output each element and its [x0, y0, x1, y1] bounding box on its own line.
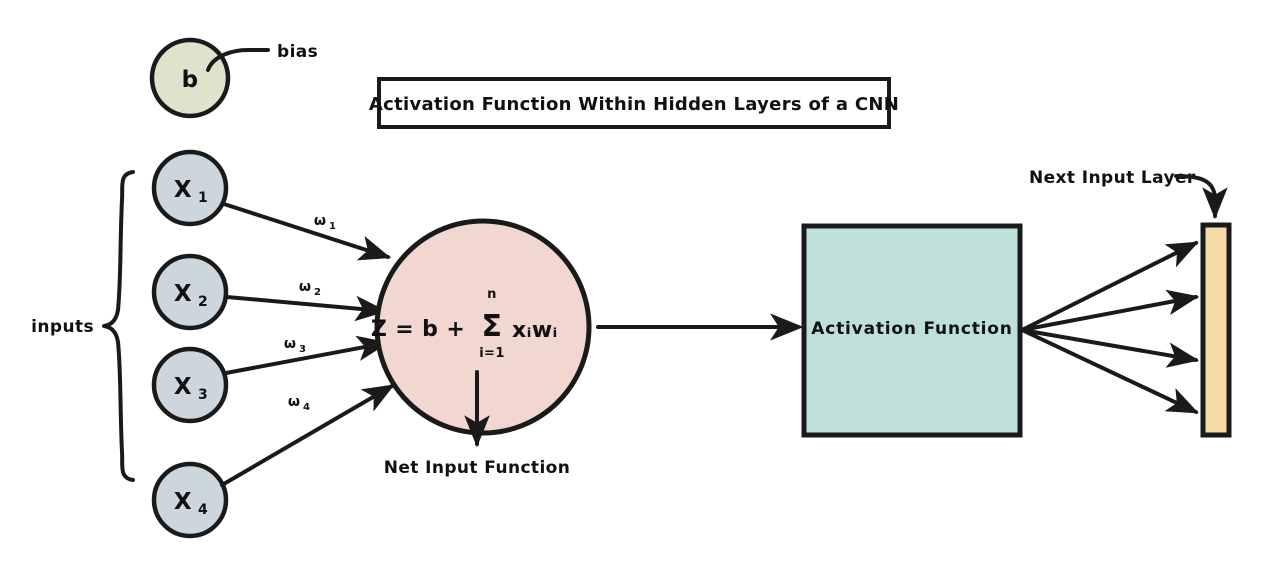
fan-out-arrow — [1020, 328, 1199, 414]
activation-function-box[interactable] — [801, 223, 1023, 438]
weight-label: ω — [284, 336, 296, 352]
weight-arrow-3: ω 3 — [224, 335, 390, 375]
title-box-group: Activation Function Within Hidden Layers… — [369, 77, 899, 129]
fan-out-arrows-group — [1020, 241, 1200, 414]
bias-node-label: b — [182, 67, 199, 93]
next-input-layer-bar-group[interactable] — [1200, 222, 1232, 438]
weight-label: ω — [299, 279, 311, 295]
weight-subscript: 3 — [299, 344, 306, 355]
weight-arrow-1: ω 1 — [222, 202, 392, 261]
neuron-group[interactable]: Z = b + n Σ i=1 xᵢwᵢ — [371, 218, 592, 436]
weight-subscript: 1 — [329, 221, 336, 232]
input-node-3-group[interactable]: X 3 — [151, 346, 229, 424]
input-node-1-group[interactable]: X 1 — [151, 149, 229, 227]
input-node-circle[interactable] — [151, 149, 229, 227]
input-node-subscript: 2 — [198, 294, 208, 310]
inputs-group-label: inputs — [31, 317, 94, 337]
input-node-circle[interactable] — [151, 346, 229, 424]
weight-subscript: 4 — [303, 402, 310, 413]
next-input-layer-callout-group: Next Input Layer — [1029, 168, 1228, 220]
weight-subscript: 2 — [314, 287, 321, 298]
input-node-subscript: 4 — [198, 502, 208, 518]
bias-callout-label: bias — [277, 42, 318, 62]
input-node-circle[interactable] — [151, 461, 229, 539]
activation-function-label: Activation Function — [811, 319, 1012, 339]
weight-arrow-4: ω 4 — [220, 384, 395, 487]
next-input-layer-callout-arrow — [1174, 174, 1228, 220]
input-node-subscript: 3 — [198, 387, 208, 403]
input-node-label: X — [174, 374, 192, 400]
inputs-brace — [102, 170, 135, 482]
input-node-label: X — [174, 489, 192, 515]
weight-arrow-line — [220, 384, 395, 487]
next-input-layer-bar[interactable] — [1200, 222, 1232, 438]
input-node-label: X — [174, 177, 192, 203]
input-node-4-group[interactable]: X 4 — [151, 461, 229, 539]
input-node-2-group[interactable]: X 2 — [151, 253, 229, 331]
neuron-formula-upper-limit: n — [487, 287, 497, 302]
neuron-formula-right: xᵢwᵢ — [512, 318, 558, 343]
title-text: Activation Function Within Hidden Layers… — [369, 94, 899, 115]
fan-out-arrow — [1020, 241, 1199, 332]
neuron-formula-sigma: Σ — [482, 309, 503, 344]
next-input-layer-label: Next Input Layer — [1029, 168, 1196, 188]
weight-arrow-line — [224, 335, 390, 375]
bias-callout-line — [206, 48, 270, 72]
bias-node-group[interactable]: b — [149, 37, 231, 119]
weight-arrow-2: ω 2 — [225, 279, 388, 322]
input-node-label: X — [174, 281, 192, 307]
bias-callout-group: bias — [206, 42, 318, 72]
weight-label: ω — [288, 394, 300, 410]
neuron-formula-lower-limit: i=1 — [479, 346, 505, 361]
weight-arrow-line — [222, 202, 392, 261]
fan-out-arrow — [1020, 328, 1200, 368]
activation-function-box-group[interactable]: Activation Function — [801, 223, 1023, 438]
inputs-brace-group: inputs — [31, 170, 135, 482]
fan-out-arrow — [1020, 289, 1200, 332]
input-node-subscript: 1 — [198, 190, 208, 206]
bias-node-circle[interactable] — [149, 37, 231, 119]
net-input-function-label: Net Input Function — [384, 458, 571, 478]
weight-arrow-line — [225, 295, 388, 322]
title-box-border — [377, 77, 891, 129]
neuron-formula-left: Z = b + — [371, 317, 465, 342]
weight-label: ω — [314, 213, 326, 229]
net-input-function-group: Net Input Function — [384, 370, 571, 478]
input-node-circle[interactable] — [151, 253, 229, 331]
